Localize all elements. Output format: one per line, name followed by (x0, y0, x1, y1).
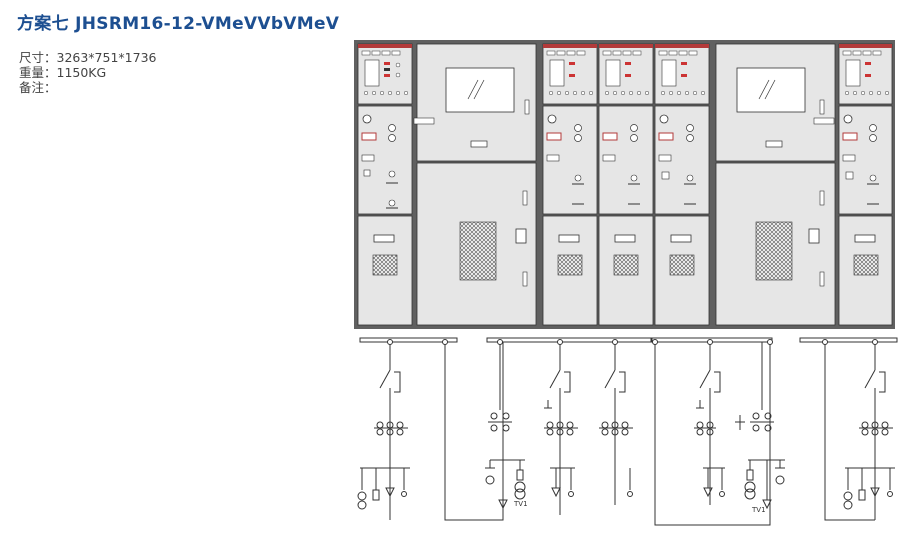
cabinet-panel-4 (598, 43, 654, 326)
pt-circuit-1 (485, 342, 526, 510)
feeder-circuit-2 (544, 342, 578, 515)
tie-line-3 (824, 342, 875, 521)
busbar-1 (359, 337, 458, 343)
busbar-2 (486, 337, 652, 343)
cabinet-panel-3 (542, 43, 598, 326)
front-view (354, 40, 895, 329)
feeder-circuit-4 (694, 342, 725, 505)
single-line-diagram (357, 337, 898, 526)
busbar-4 (799, 337, 898, 343)
cabinet-panel-5 (654, 43, 710, 326)
feeder-circuit-1 (357, 342, 410, 520)
feeder-circuit-5 (843, 342, 895, 520)
cabinet-panel-1 (357, 43, 413, 326)
tv1-label-left: TV1 (513, 500, 528, 508)
cabinet-panel-2 (413, 43, 537, 326)
feeder-circuit-3 (599, 342, 633, 505)
tie-line-2 (654, 342, 771, 526)
cabinet-panel-6 (715, 43, 836, 326)
spec-weight: 重量：1150KG (19, 65, 107, 80)
tie-line-1 (444, 342, 504, 521)
cabinet-panel-7 (838, 43, 893, 326)
spec-list: 尺寸：3263*751*1736 重量：1150KG 备注： (19, 50, 156, 95)
spec-note: 备注： (19, 80, 57, 95)
page-title: 方案七 JHSRM16-12-VMeVVbVMeV (17, 14, 340, 34)
spec-size: 尺寸：3263*751*1736 (19, 50, 157, 65)
pt-circuit-2 (735, 342, 785, 510)
tv1-label-right: TV1 (751, 506, 766, 514)
